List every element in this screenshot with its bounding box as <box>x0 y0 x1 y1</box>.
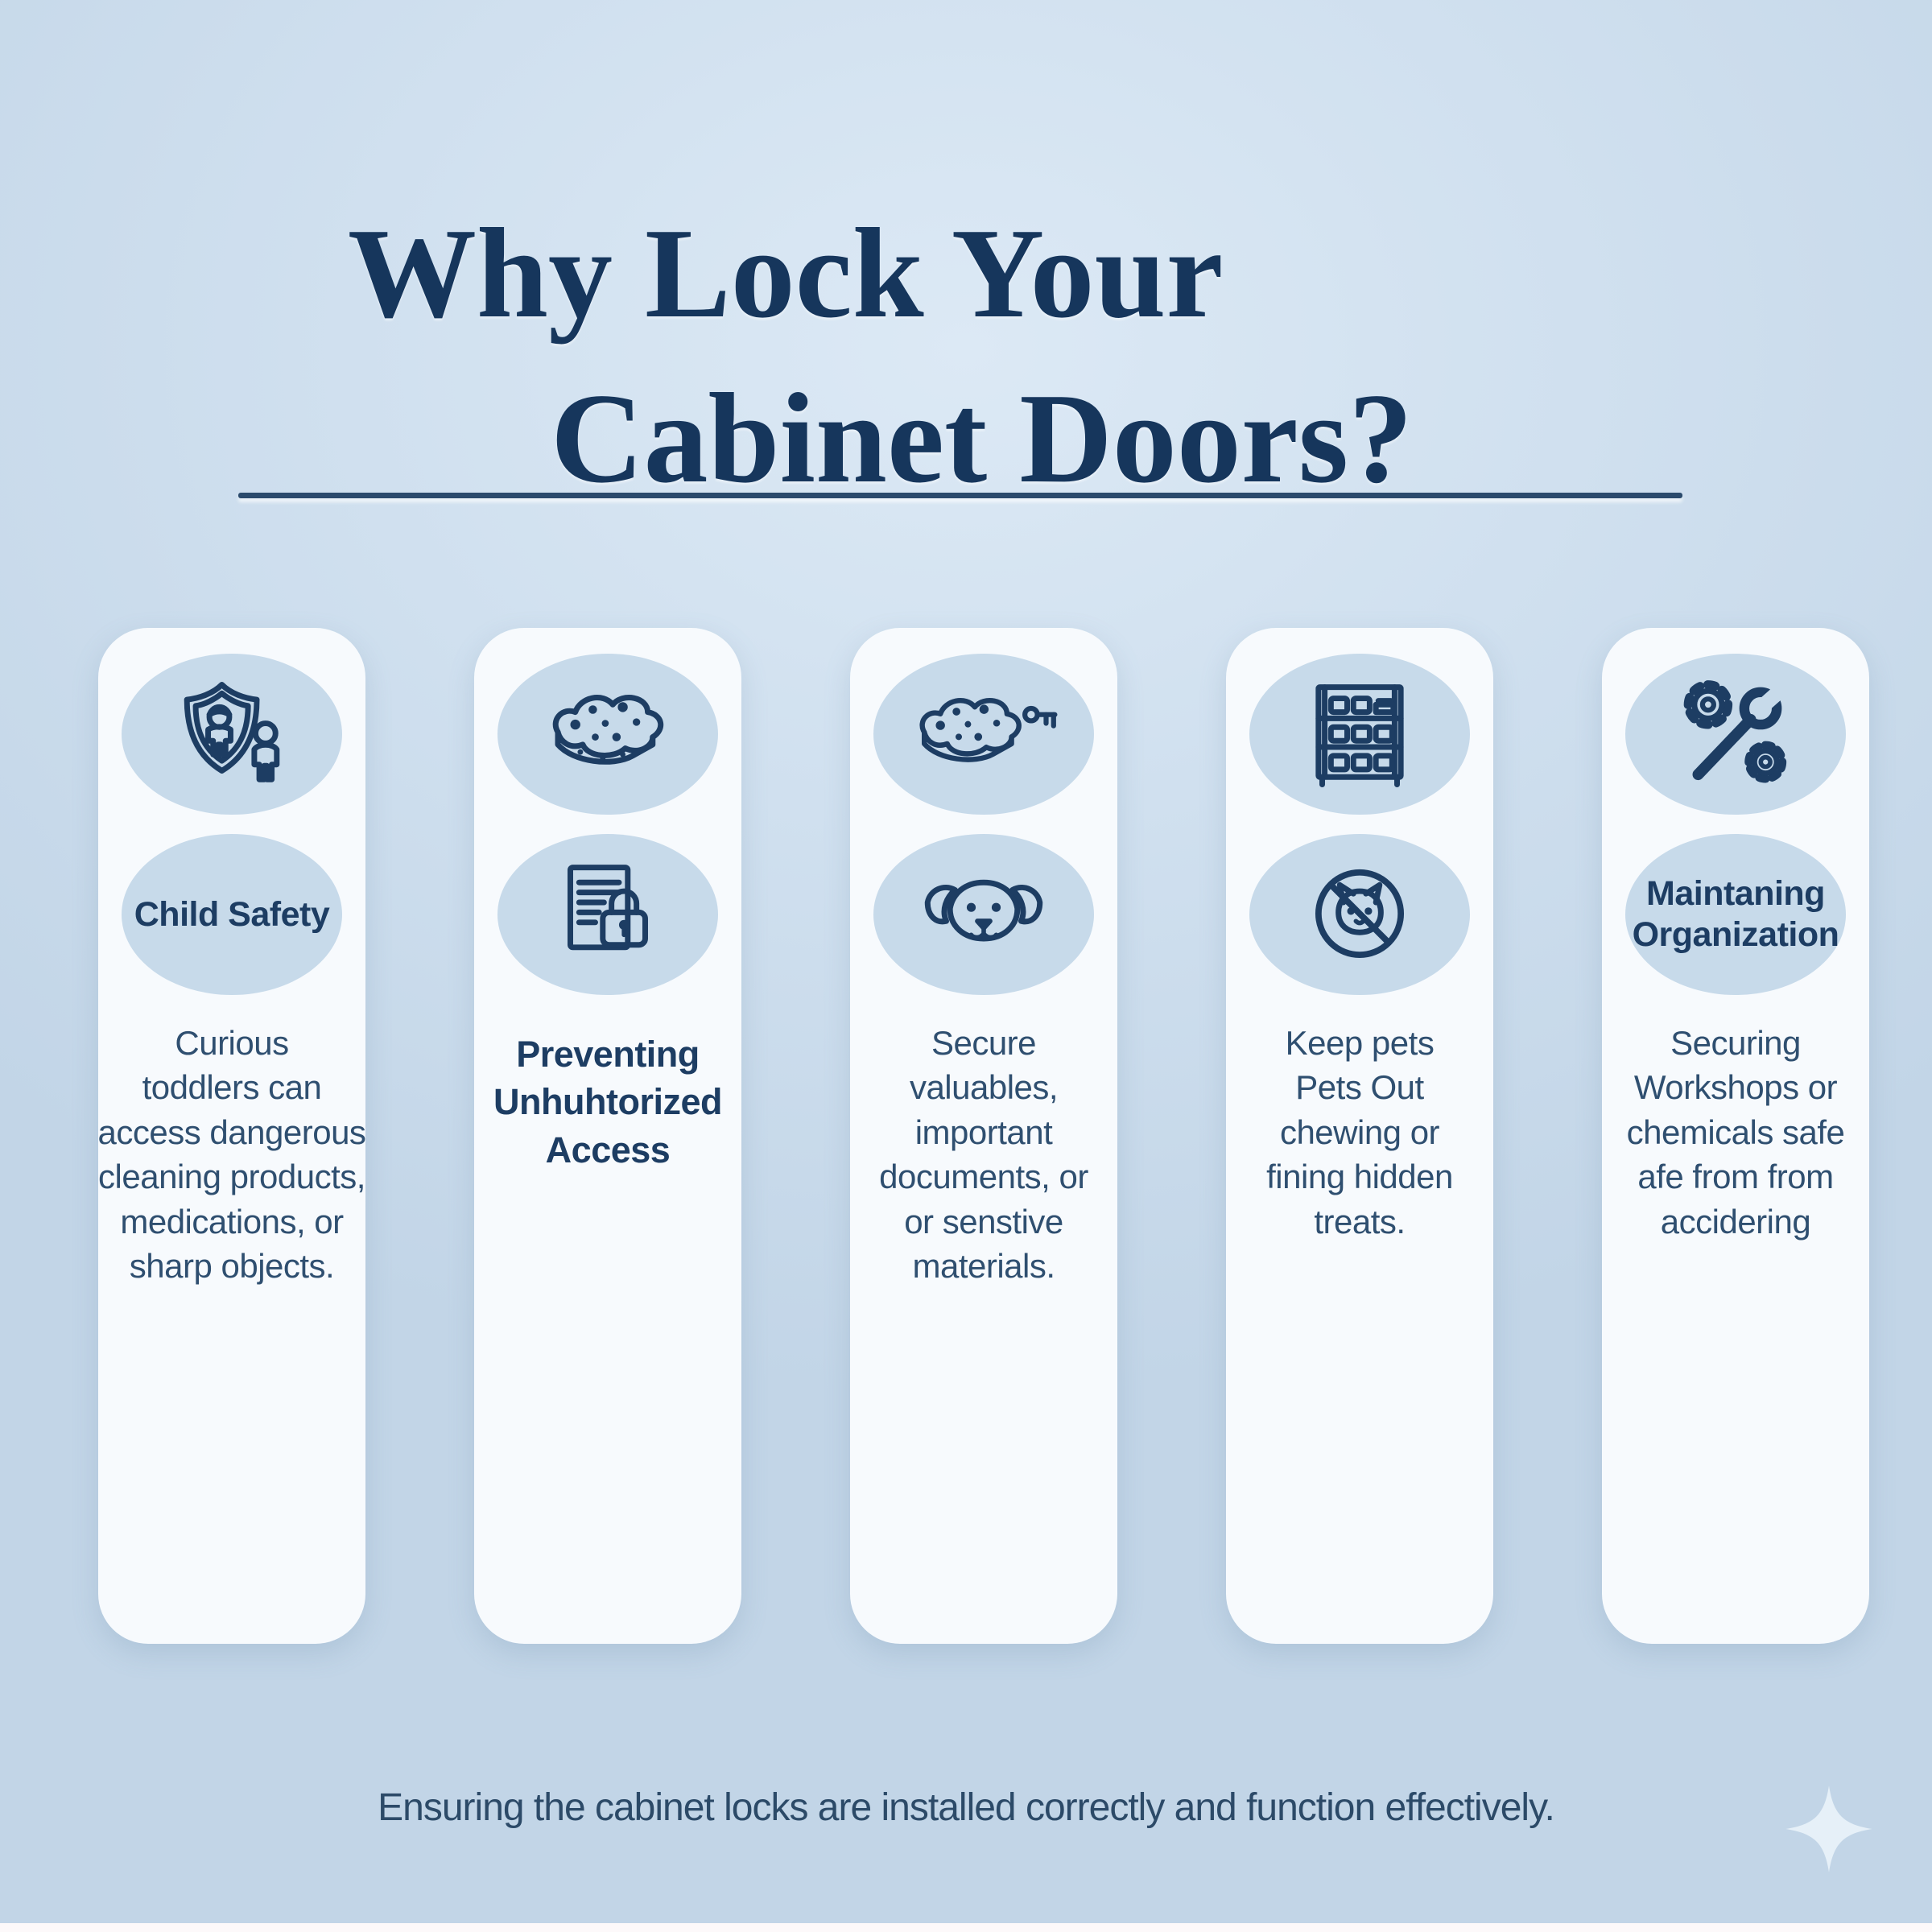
icon-oval <box>1625 654 1846 815</box>
title-line-1: Why Lock Your <box>348 201 1224 345</box>
sponge-key-icon <box>919 697 1058 762</box>
icon-oval <box>497 654 718 815</box>
card-label: Child Safety <box>134 894 330 934</box>
icon-oval <box>1249 834 1470 995</box>
gears-wrench-icon <box>1683 678 1794 783</box>
footer-caption: Ensuring the cabinet locks are installed… <box>378 1786 1555 1829</box>
card-body: Securing Workshops or chemicals safe afe… <box>1626 1024 1845 1241</box>
dog-face-icon <box>924 879 1043 941</box>
bottom-strip <box>0 1923 1932 1932</box>
sponge-icon <box>552 694 664 765</box>
card-body: Curious toddlers can access dangerous cl… <box>97 1024 366 1286</box>
no-cat-icon <box>1315 869 1405 958</box>
card-label: Maintaning Organization <box>1632 874 1839 954</box>
title-divider <box>238 493 1682 498</box>
icon-oval <box>1249 654 1470 815</box>
icon-oval <box>122 654 342 815</box>
card-keep-pets-out: Keep pets Pets Out chewing or fining hid… <box>1226 628 1493 1644</box>
shield-child-icon <box>184 681 280 782</box>
icon-oval <box>873 654 1094 815</box>
cabinet-shelf-icon <box>1315 683 1404 787</box>
card-child-safety: Child Safety Curious toddlers can access… <box>98 628 366 1644</box>
label-oval: Child Safety <box>122 834 342 995</box>
title-line-2: Cabinet Doors? <box>551 366 1414 510</box>
label-oval: Maintaning Organization <box>1625 834 1846 995</box>
card-secure-valuables: Secure valuables, important documents, o… <box>850 628 1117 1644</box>
card-maintaining-organization: Maintaning Organization Securing Worksho… <box>1602 628 1869 1644</box>
card-body: Keep pets Pets Out chewing or fining hid… <box>1266 1024 1453 1241</box>
icon-oval <box>497 834 718 995</box>
sparkle-icon <box>1785 1785 1872 1872</box>
card-body: Secure valuables, important documents, o… <box>879 1024 1088 1286</box>
card-body: Preventing Unhuhtorized Access <box>493 1034 722 1170</box>
document-lock-icon <box>568 864 648 950</box>
card-preventing-unauthorized-access: Preventing Unhuhtorized Access <box>474 628 741 1644</box>
icon-oval <box>873 834 1094 995</box>
